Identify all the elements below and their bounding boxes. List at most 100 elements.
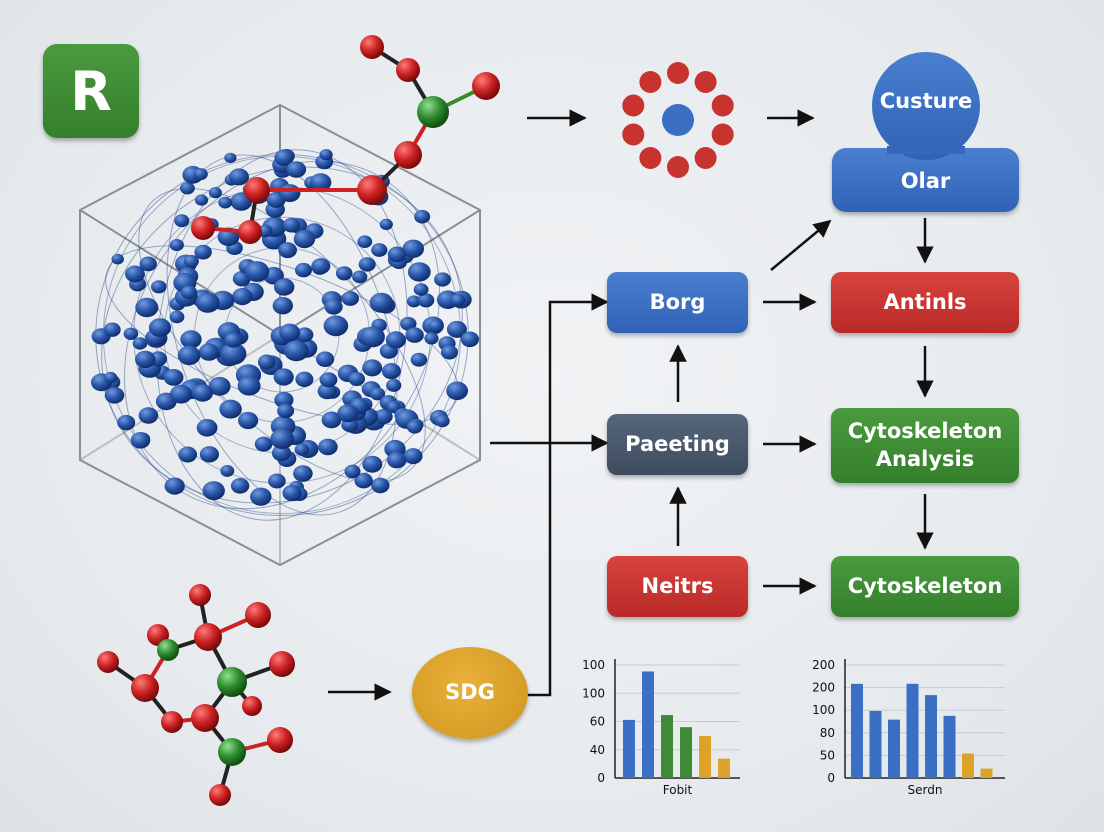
blue-atom xyxy=(274,278,295,296)
blue-atom xyxy=(274,391,294,409)
bar xyxy=(869,710,882,778)
blue-atom xyxy=(407,262,431,282)
y-tick-label: 100 xyxy=(582,686,605,700)
blue-atom xyxy=(279,323,301,342)
x-axis-label: Fobit xyxy=(663,783,693,797)
blue-atom xyxy=(316,351,335,368)
blue-atom xyxy=(446,320,467,338)
blue-atom xyxy=(414,209,431,224)
olar-node: Olar xyxy=(832,148,1019,212)
blue-atom xyxy=(220,465,235,477)
blue-atom xyxy=(341,291,359,306)
blue-atom xyxy=(180,285,198,300)
bar xyxy=(661,715,673,778)
blue-atom xyxy=(348,372,366,386)
logo-badge: R xyxy=(43,44,139,138)
blue-atom xyxy=(135,297,159,318)
dot-ring xyxy=(622,62,734,178)
blue-atom xyxy=(193,168,208,181)
blue-atom xyxy=(357,235,373,248)
blue-atom xyxy=(413,283,429,296)
bar xyxy=(925,695,937,778)
blue-atom xyxy=(358,257,376,272)
blue-atom xyxy=(369,387,386,401)
blue-atom xyxy=(321,411,342,429)
y-tick-label: 100 xyxy=(582,658,605,672)
blue-atom xyxy=(402,239,425,258)
blue-atom xyxy=(403,448,423,465)
ring-dot xyxy=(711,94,734,117)
blue-atom xyxy=(295,262,312,278)
blue-atom xyxy=(272,297,293,315)
blue-atom xyxy=(180,330,202,349)
blue-atom xyxy=(286,161,307,178)
blue-atom xyxy=(169,310,185,324)
blue-atom xyxy=(387,246,407,263)
blue-atom xyxy=(132,337,148,350)
blue-atom xyxy=(174,214,190,228)
blue-atom xyxy=(434,272,451,287)
ring-dot xyxy=(694,71,717,93)
blue-atom xyxy=(282,217,301,233)
blue-atom xyxy=(148,318,172,337)
cytoskeleton-analysis-label: Cytoskeleton Analysis xyxy=(847,419,1003,471)
blue-atom xyxy=(354,472,373,489)
y-tick-label: 0 xyxy=(827,771,835,785)
blue-atom xyxy=(278,242,297,259)
blue-atom xyxy=(374,408,393,425)
bar xyxy=(943,715,956,778)
blue-atom xyxy=(139,256,157,272)
blue-atom xyxy=(229,168,249,186)
blue-atom xyxy=(164,477,185,495)
blue-atom xyxy=(319,372,338,388)
blue-atom xyxy=(446,381,468,401)
y-tick-label: 0 xyxy=(597,771,605,785)
blue-atom xyxy=(196,419,218,437)
blue-atom xyxy=(163,369,184,386)
bar xyxy=(980,768,993,778)
y-tick-label: 200 xyxy=(812,681,835,695)
blue-atom xyxy=(180,182,195,195)
blue-atom xyxy=(151,280,167,294)
bar xyxy=(962,753,974,778)
sphere-orbit xyxy=(156,149,408,521)
blue-atom xyxy=(381,363,401,380)
blue-atom xyxy=(273,368,294,386)
cytoskeleton-node: Cytoskeleton xyxy=(831,556,1019,617)
blue-atom xyxy=(232,288,253,306)
blue-atom xyxy=(103,371,118,384)
blue-atom xyxy=(194,244,212,260)
blue-atom xyxy=(274,149,294,166)
sdg-label: SDG xyxy=(445,680,495,705)
blue-atom xyxy=(405,327,424,343)
blue-atom xyxy=(360,326,385,348)
top-molecule-atoms xyxy=(191,35,500,244)
custure-label: Custure xyxy=(879,89,973,114)
blue-atom xyxy=(410,352,428,367)
blue-atom xyxy=(293,465,313,482)
borg-label: Borg xyxy=(649,289,706,314)
connectors xyxy=(328,109,934,701)
blue-atom xyxy=(386,378,402,392)
blue-atom xyxy=(238,411,259,430)
blue-atom xyxy=(202,481,225,501)
blue-atom xyxy=(435,414,450,428)
blue-atom xyxy=(183,254,199,268)
neitrs-label: Neitrs xyxy=(641,573,714,598)
ring-dot xyxy=(622,94,645,117)
blue-atom xyxy=(417,293,435,308)
bar xyxy=(699,736,711,778)
ring-dot xyxy=(639,71,662,93)
sphere-orbit xyxy=(95,153,469,517)
blue-atom xyxy=(344,464,361,479)
blue-atom xyxy=(295,371,314,387)
blue-atom xyxy=(385,331,406,349)
blue-atom xyxy=(195,292,220,313)
blue-atom xyxy=(230,478,250,494)
blue-atom xyxy=(428,319,444,333)
borg-node: Borg xyxy=(607,272,748,333)
bar xyxy=(851,683,863,778)
